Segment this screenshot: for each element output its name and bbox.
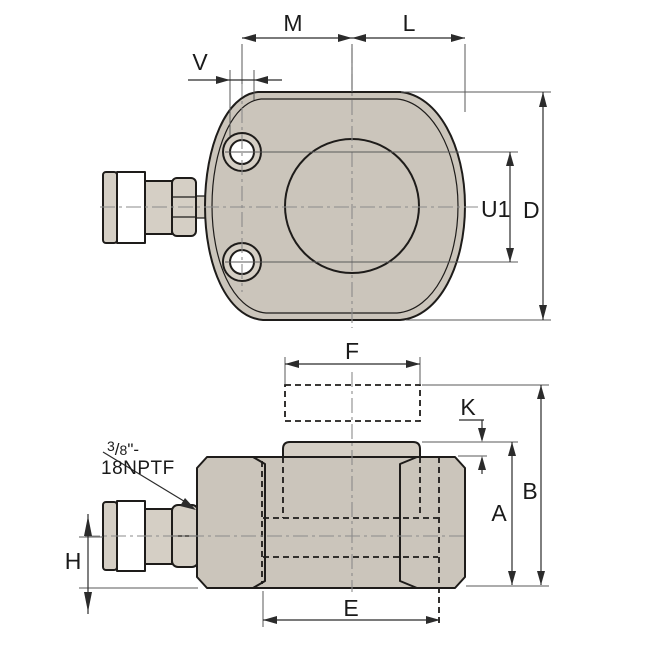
body-front-flat-edges	[252, 456, 418, 589]
hex-facet-lines	[172, 196, 196, 218]
dim-label-f: F	[345, 338, 359, 364]
top-view-centerlines	[100, 48, 478, 328]
thread-slash: /	[114, 440, 120, 459]
dim-k: K	[422, 394, 518, 474]
body-side-outline	[196, 456, 466, 589]
saddle	[282, 441, 421, 458]
thread-size-line1: 3/8"-	[107, 438, 175, 459]
dim-m: M	[241, 10, 353, 92]
dim-label-k: K	[460, 394, 476, 420]
dim-label-d: D	[523, 197, 540, 223]
thread-denominator: 8	[119, 442, 128, 458]
dim-label-l: L	[403, 10, 416, 36]
dim-e: E	[262, 591, 440, 627]
body-chamfer-ring	[211, 98, 459, 314]
side-view-centerlines	[85, 372, 468, 592]
dim-f: F	[284, 338, 421, 384]
thread-leader	[102, 451, 196, 510]
thread-size-line2: 18NPTF	[101, 457, 175, 479]
dim-label-e: E	[343, 595, 358, 621]
side-view: F K A	[65, 338, 549, 627]
dim-v: V	[188, 49, 282, 136]
dim-h: H	[65, 514, 198, 614]
cylinder-body-side	[196, 456, 466, 625]
dim-d: D	[401, 91, 551, 321]
dim-b: B	[422, 384, 549, 587]
thread-numerator: 3	[107, 438, 115, 454]
dim-u1: U1	[225, 151, 518, 263]
dim-label-v: V	[192, 49, 208, 75]
hidden-chamber-lines	[263, 517, 438, 558]
dim-l: L	[352, 10, 466, 112]
dim-label-b: B	[522, 478, 537, 504]
dim-label-h: H	[65, 548, 82, 574]
dim-label-m: M	[283, 10, 302, 36]
cylinder-body-top	[204, 91, 466, 321]
dim-label-a: A	[491, 500, 507, 526]
hidden-bore-walls	[282, 457, 421, 518]
top-view: M L V	[100, 10, 551, 328]
thread-callout: 3/8"- 18NPTF	[101, 438, 175, 479]
dim-label-u1: U1	[481, 196, 510, 222]
dim-a: A	[491, 442, 516, 585]
thread-suffix: "-	[127, 440, 140, 459]
plunger-extended-dashed	[284, 384, 421, 422]
